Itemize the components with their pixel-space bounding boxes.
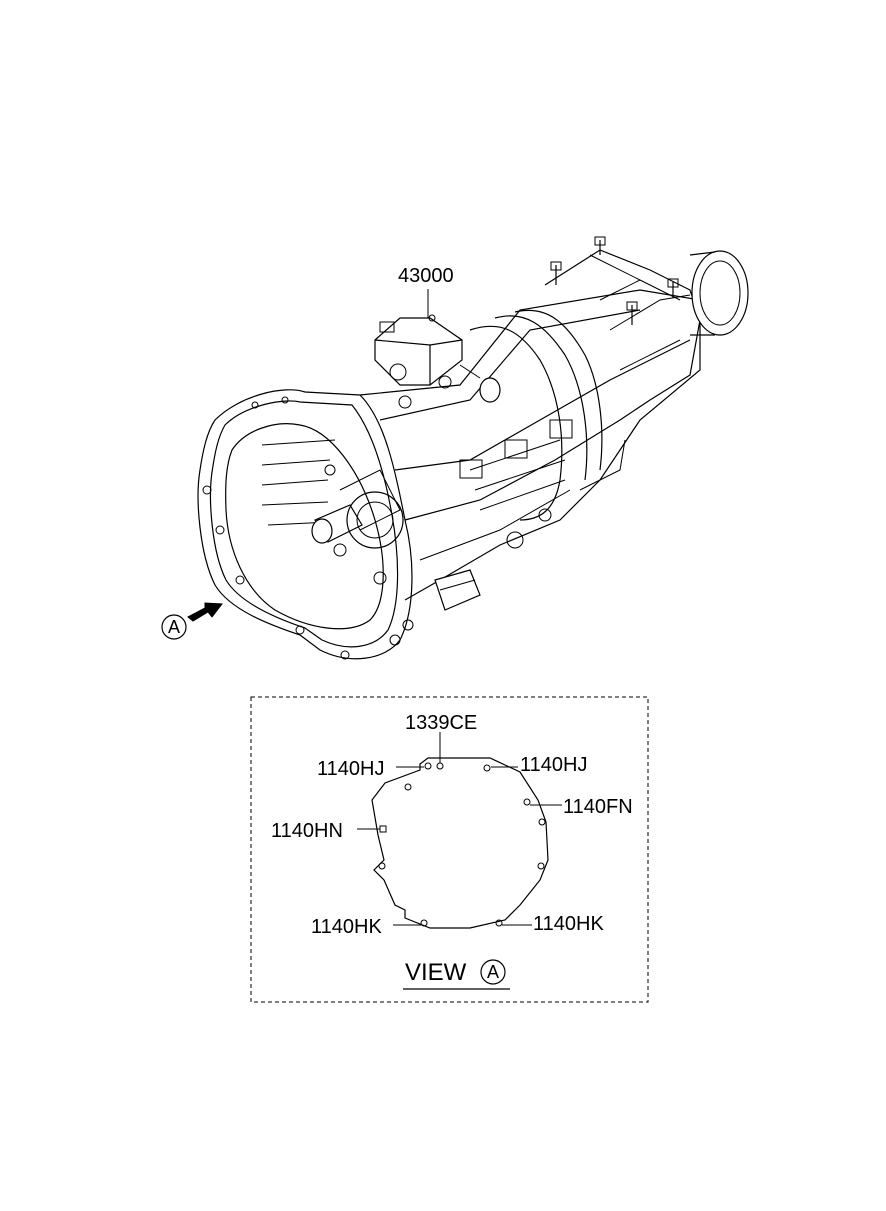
view-caption: VIEW A [403, 959, 510, 990]
view-panel-frame [250, 696, 649, 1003]
callout-bottom-right: 1140HK [533, 913, 604, 935]
view-caption-letter: A [487, 962, 499, 982]
circle-letter-marker [161, 614, 187, 640]
callout-top: 1339CE [405, 712, 477, 734]
callout-top-left: 1140HJ [317, 758, 384, 780]
part-number-label: 43000 [398, 265, 454, 287]
gasket-outline [371, 757, 549, 929]
callout-bottom-left: 1140HK [311, 916, 382, 938]
callout-right: 1140FN [563, 796, 633, 818]
callout-left: 1140HN [271, 820, 343, 842]
view-a-marker: A [161, 602, 223, 640]
view-caption-word: VIEW [405, 959, 467, 986]
view-direction-arrow-icon [187, 602, 223, 622]
circle-letter-marker [480, 959, 506, 985]
view-marker-letter: A [168, 617, 180, 637]
callout-top-right: 1140HJ [520, 754, 587, 776]
transmission-illustration [197, 236, 749, 660]
